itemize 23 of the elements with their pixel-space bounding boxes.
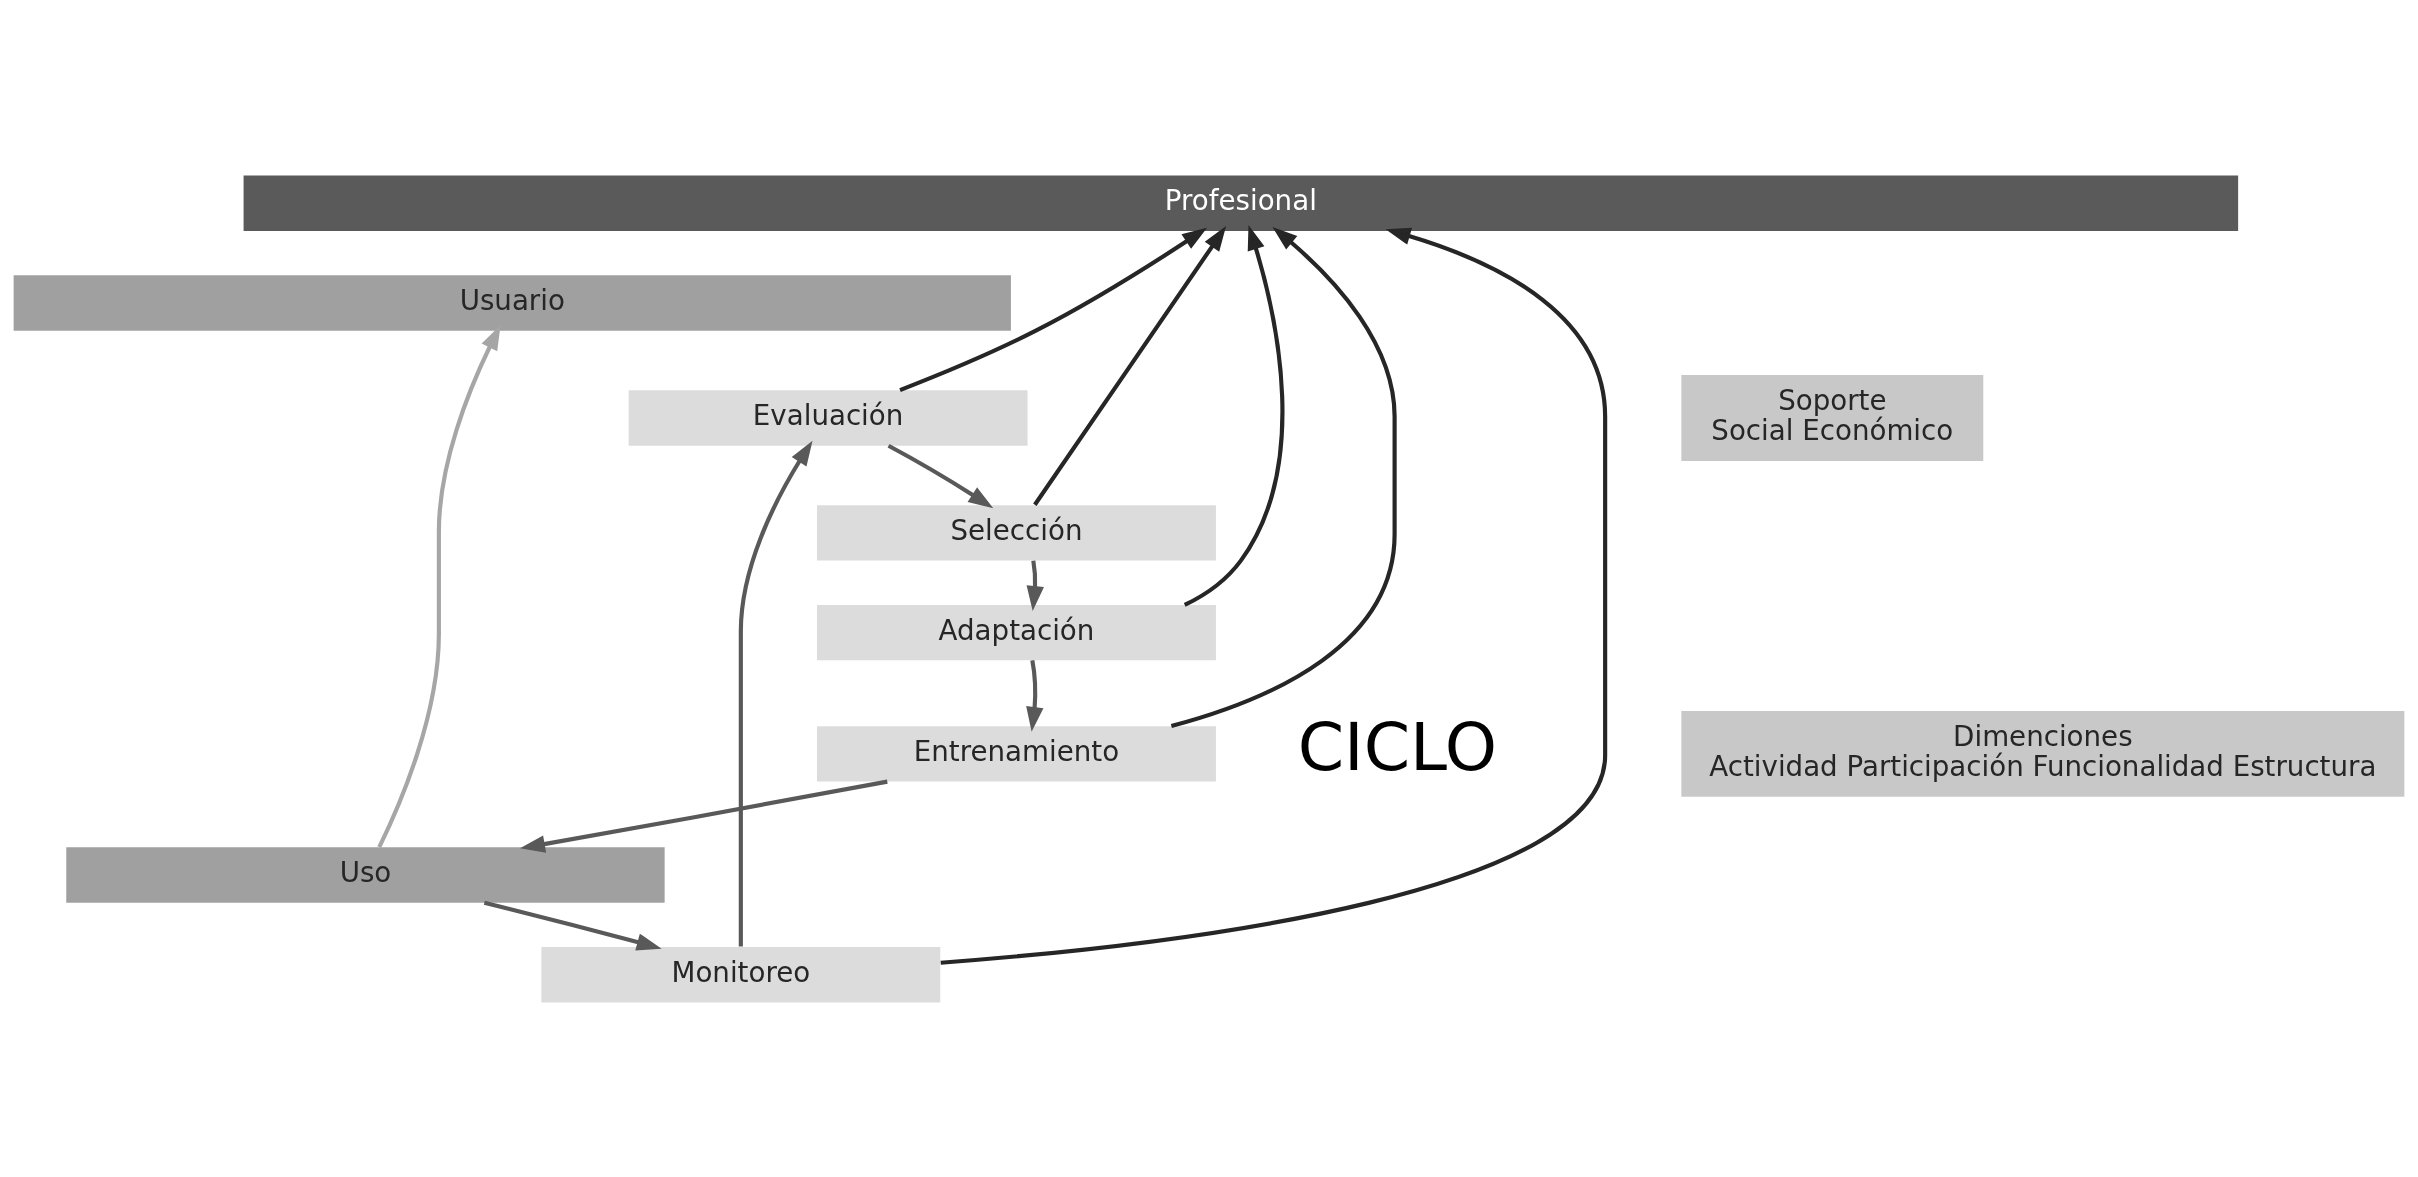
arrow [377,324,501,848]
node-box: Evaluación [628,389,1028,446]
arrow [483,900,662,951]
arrow [899,227,1208,392]
node-box: Entrenamiento [817,725,1216,782]
label: CICLO [1297,707,1498,786]
node-box: Dimenciones Actividad Participación Funcionalidad Estructura [1681,710,2405,797]
node-box: Usuario [13,274,1011,331]
arrow [738,440,813,946]
arrow [1170,226,1397,728]
node-box: Uso [66,846,665,903]
arrow [520,779,888,853]
arrow [1026,659,1044,732]
arrow [1183,224,1285,607]
arrow [887,443,994,508]
arrow [1033,225,1227,506]
node-box: Adaptación [817,604,1216,660]
arrow [1026,559,1044,611]
arrow [940,227,1608,965]
node-box: Selección [817,504,1216,561]
node-box: Monitoreo [541,946,941,1002]
node-box: Profesional [243,175,2239,231]
node-box: Soporte Social Económico [1681,374,1984,461]
